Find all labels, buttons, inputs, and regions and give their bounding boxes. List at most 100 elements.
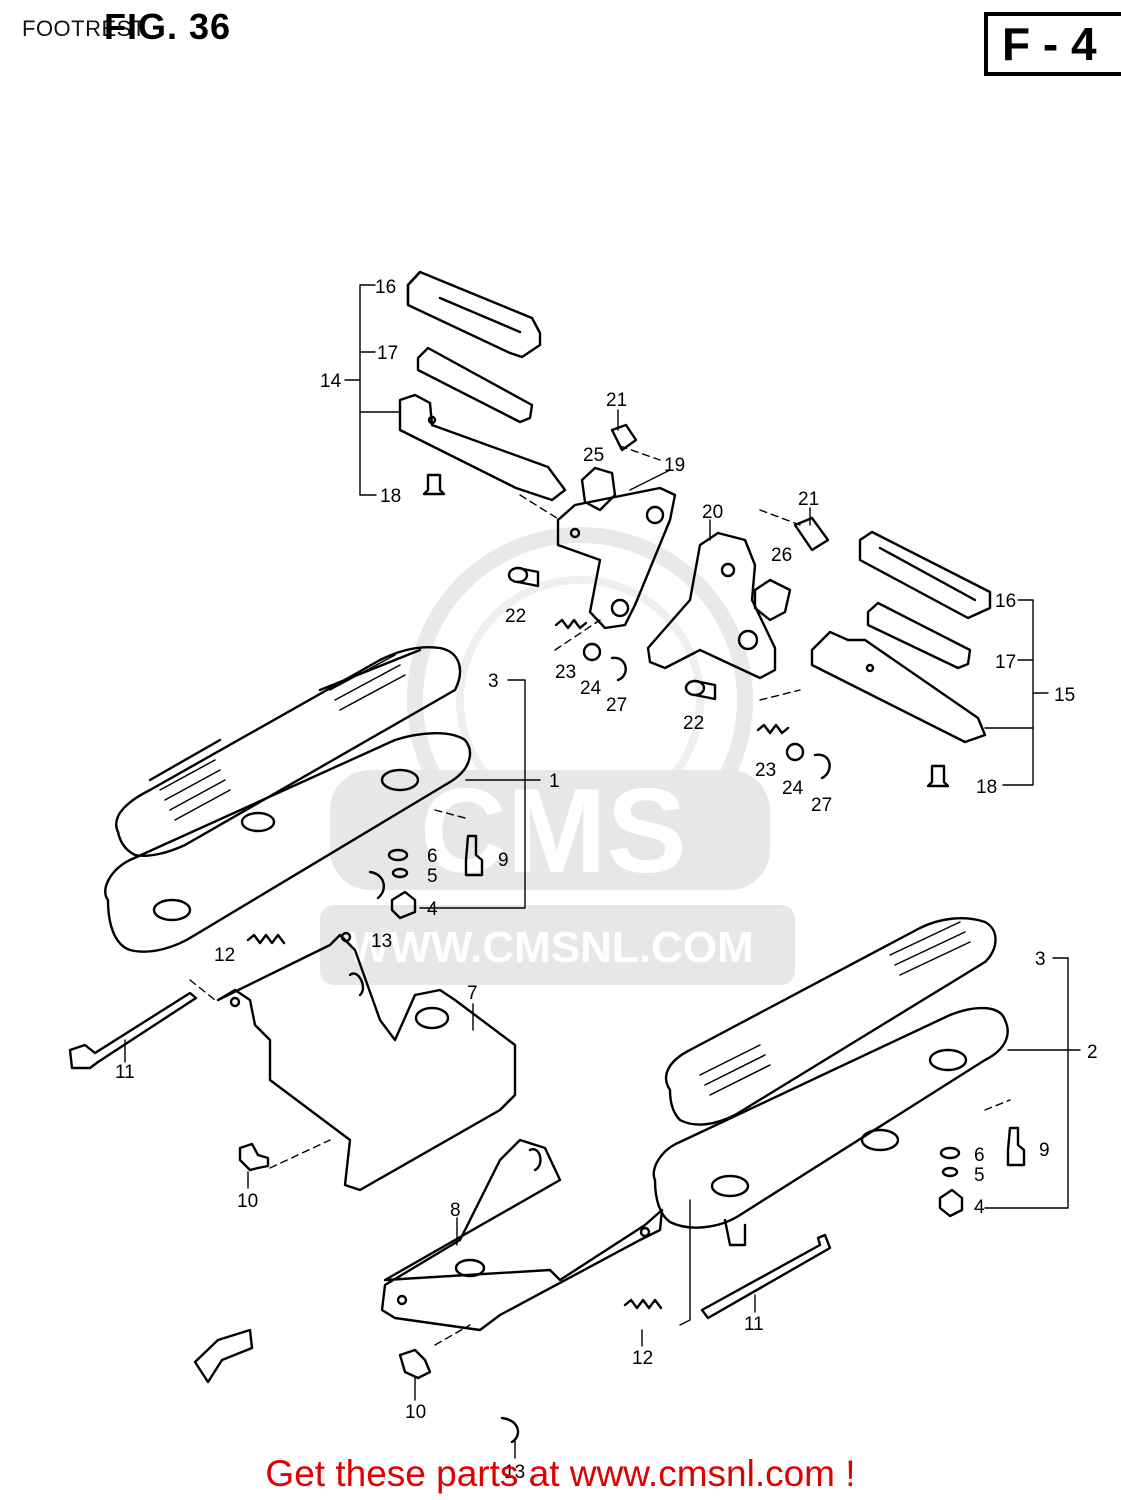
- washers-5-6-right: [939, 1146, 961, 1178]
- callout-23-left: 23: [555, 662, 576, 683]
- plate-26: [753, 578, 792, 622]
- callout-9-left: 9: [498, 850, 509, 871]
- callout-7: 7: [467, 983, 478, 1004]
- washers-5-6-left: [387, 848, 409, 879]
- nut-4-left: [390, 890, 417, 920]
- callout-22-left: 22: [505, 606, 526, 627]
- leader-lines: [124, 284, 1081, 1459]
- pivot-arm-right: [646, 531, 777, 680]
- clip-27-right: [813, 753, 831, 780]
- clip-27-left: [610, 656, 627, 682]
- dashed-assembly-lines: [189, 445, 1011, 1346]
- callout-27-right: 27: [811, 795, 832, 816]
- callout-8: 8: [450, 1200, 461, 1221]
- callout-3-left: 3: [488, 671, 499, 692]
- callout-12-left: 12: [214, 945, 235, 966]
- stud-9-left: [464, 834, 484, 877]
- callout-15: 15: [1054, 685, 1075, 706]
- spring-23-right: [756, 723, 790, 735]
- pin-22-right: [684, 679, 717, 701]
- callout-13-right: 13: [504, 1462, 525, 1483]
- spring-12-left: [246, 933, 286, 945]
- callout-16-right: 16: [995, 591, 1016, 612]
- footpeg-bracket-upper-right: [810, 630, 987, 744]
- page-code-box: F - 4: [984, 12, 1121, 76]
- stud-9-right: [1006, 1126, 1026, 1167]
- nut-4-right: [938, 1188, 964, 1218]
- footboard-base-right: [652, 1006, 1009, 1247]
- bolt-11-right: [700, 1233, 832, 1320]
- spring-12-right: [623, 1298, 663, 1310]
- callout-24-left: 24: [580, 678, 602, 699]
- plate-25: [580, 466, 617, 512]
- watermark: CMS WWW.CMSNL.COM: [320, 527, 795, 985]
- callout-9-right: 9: [1039, 1140, 1050, 1161]
- callout-24-right: 24: [782, 778, 804, 799]
- clip-13-left: [368, 870, 386, 900]
- callout-21-left: 21: [606, 390, 627, 411]
- watermark-brand: CMS: [420, 764, 687, 898]
- ball-24-left: [582, 642, 602, 662]
- callout-4-right: 4: [974, 1197, 985, 1218]
- bracket-right-8: [380, 1138, 664, 1332]
- forward-arrow-icon: [193, 1328, 254, 1384]
- callout-21-right: 21: [798, 489, 819, 510]
- callout-20: 20: [702, 502, 723, 523]
- footpeg-bracket-upper-left: [398, 393, 567, 502]
- footpeg-bolt-upper-left: [422, 473, 446, 496]
- bolt-10-right: [398, 1348, 432, 1380]
- callout-11-right: 11: [744, 1314, 764, 1335]
- bolt-11-left: [68, 991, 198, 1070]
- callout-11-left: 11: [115, 1062, 135, 1083]
- bolt-10-left: [238, 1142, 270, 1172]
- footpeg-bolt-upper-right: [926, 764, 950, 788]
- callout-18-right: 18: [976, 777, 997, 798]
- callout-13-left: 13: [371, 931, 392, 952]
- callout-18-left: 18: [380, 486, 401, 507]
- footpeg-rubber-upper-left: [406, 270, 542, 359]
- bolt-21-right: [793, 516, 830, 552]
- callout-27-left: 27: [606, 695, 627, 716]
- callout-25: 25: [583, 445, 604, 466]
- callout-22-right: 22: [683, 713, 704, 734]
- callout-12-right: 12: [632, 1348, 653, 1369]
- callout-3-right: 3: [1035, 949, 1046, 970]
- page-code: F - 4: [1002, 18, 1097, 70]
- callout-10-right: 10: [405, 1402, 426, 1423]
- callout-23-right: 23: [755, 760, 776, 781]
- footboard-base-left: [104, 732, 472, 953]
- callout-4-left: 4: [427, 899, 438, 920]
- callout-2: 2: [1087, 1042, 1098, 1063]
- section-label: FOOTREST: [22, 16, 146, 41]
- ball-24-right: [785, 742, 805, 762]
- callout-6-right: 6: [974, 1145, 985, 1166]
- callout-labels: 1 2 3 3 4 4 5 5 6 6 7 8 9 9 10 10 11 11 …: [115, 277, 1098, 1483]
- pin-22-left: [507, 566, 540, 588]
- callout-16-left: 16: [375, 277, 396, 298]
- figure-label: FIG. 36: [104, 6, 232, 47]
- callout-14: 14: [320, 371, 342, 392]
- callout-10-left: 10: [237, 1191, 258, 1212]
- callout-26: 26: [771, 545, 792, 566]
- callout-19: 19: [664, 455, 685, 476]
- footpeg-plate-upper-right: [866, 601, 972, 670]
- footboard-rubber-left: [115, 646, 462, 857]
- bracket-left-7: [216, 931, 517, 1192]
- watermark-url: WWW.CMSNL.COM: [348, 923, 754, 972]
- callout-17-right: 17: [995, 652, 1016, 673]
- footpeg-rubber-upper-right: [858, 530, 992, 620]
- callout-1: 1: [549, 771, 560, 792]
- callout-5-left: 5: [427, 866, 438, 887]
- clip-13-right: [500, 1416, 520, 1444]
- callout-5-right: 5: [974, 1165, 985, 1186]
- bolt-21-left: [610, 423, 638, 452]
- spring-23-left: [554, 618, 588, 630]
- pivot-arm-left: [556, 486, 677, 630]
- footboard-rubber-right: [664, 917, 997, 1126]
- footer-link-text[interactable]: Get these parts at www.cmsnl.com !: [265, 1453, 856, 1494]
- callout-6-left: 6: [427, 846, 438, 867]
- footpeg-plate-upper-left: [416, 346, 534, 424]
- callout-17-left: 17: [377, 343, 398, 364]
